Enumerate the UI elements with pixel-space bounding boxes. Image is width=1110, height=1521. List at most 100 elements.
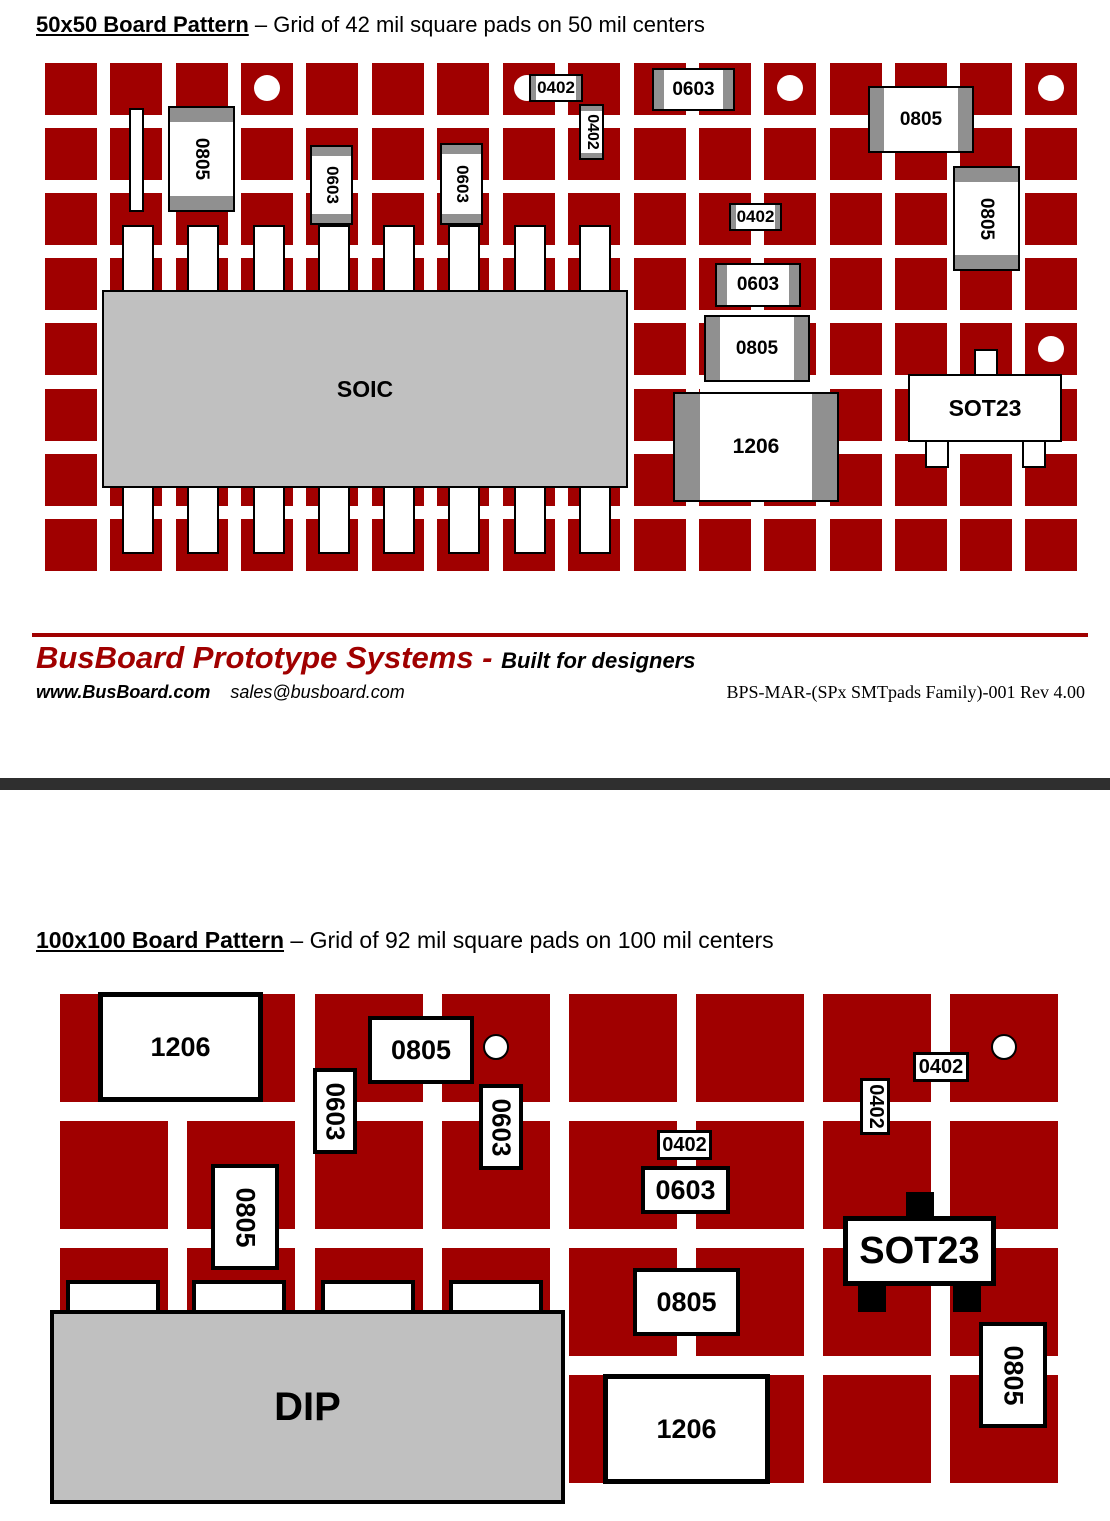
component-0603: 0603 (652, 68, 735, 111)
pad (45, 128, 97, 180)
pad (1025, 193, 1077, 245)
pad (634, 258, 686, 310)
pad (45, 63, 97, 115)
soic-pin (383, 486, 415, 554)
soic-pin (514, 225, 546, 293)
pad (764, 519, 816, 571)
soic-pin (122, 225, 154, 293)
pad (699, 519, 751, 571)
component-0603: 0603 (440, 143, 483, 225)
via-hole (254, 75, 280, 101)
component-SOIC: SOIC (102, 290, 628, 488)
page-divider (0, 778, 1110, 790)
component-label: 0805 (656, 1286, 717, 1317)
soic-pin (253, 486, 285, 554)
brand-line: BusBoard Prototype Systems - Built for d… (36, 640, 695, 676)
component-SOT23: SOT23 (843, 1216, 996, 1286)
pad (60, 1121, 168, 1229)
component-label: 0805 (390, 1034, 452, 1065)
pad (241, 128, 293, 180)
component-0603: 0603 (641, 1166, 730, 1214)
component-label: 0603 (452, 165, 472, 203)
pad (895, 323, 947, 375)
pad (830, 193, 882, 245)
pad (1025, 258, 1077, 310)
email-link[interactable]: sales@busboard.com (230, 682, 405, 702)
component-0402: 0402 (729, 203, 782, 231)
component-0805: 0805 (633, 1268, 740, 1336)
company-name: BusBoard Prototype Systems (36, 640, 474, 675)
website-link[interactable]: www.BusBoard.com (36, 682, 211, 702)
pad (895, 193, 947, 245)
pad (1025, 128, 1077, 180)
via-hole (991, 1034, 1017, 1060)
component-label: 0805 (998, 1344, 1029, 1406)
component-label: 0402 (537, 78, 575, 97)
pad (830, 519, 882, 571)
brand-dash: - (473, 640, 502, 675)
soic-pin (579, 486, 611, 554)
pad (306, 63, 358, 115)
pad (696, 994, 804, 1102)
component-0603: 0603 (310, 145, 353, 225)
via-hole (777, 75, 803, 101)
soic-pin (318, 486, 350, 554)
soic-pin (448, 486, 480, 554)
component-0603: 0603 (479, 1084, 523, 1170)
component-label: 0805 (735, 337, 779, 359)
component-label: 0402 (918, 1055, 964, 1078)
component-0603: 0603 (313, 1068, 357, 1154)
pad (45, 258, 97, 310)
component-label: 0603 (672, 78, 715, 100)
component-sliver (129, 108, 144, 212)
pad (437, 63, 489, 115)
section-title-bold: 100x100 Board Pattern (36, 927, 285, 953)
component-label: 0603 (322, 166, 342, 204)
pad (45, 193, 97, 245)
component-1206: 1206 (603, 1374, 770, 1484)
component-label: 0603 (320, 1082, 351, 1140)
component-label: 0805 (899, 108, 943, 130)
section-title-50x50: 50x50 Board Pattern – Grid of 42 mil squ… (36, 12, 705, 38)
component-0805: 0805 (168, 106, 235, 212)
soic-pin (514, 486, 546, 554)
soic-pin (448, 225, 480, 293)
sot23-pin (925, 438, 949, 468)
component-0402: 0402 (529, 74, 583, 102)
component-label: 0603 (655, 1174, 716, 1205)
component-0402: 0402 (579, 104, 604, 160)
component-label: SOT23 (859, 1229, 980, 1272)
component-label: 0805 (976, 197, 998, 240)
pad (950, 1121, 1058, 1229)
pad (960, 519, 1012, 571)
pad (634, 519, 686, 571)
pad (634, 128, 686, 180)
component-label: DIP (274, 1384, 341, 1429)
component-label: 0402 (583, 114, 601, 150)
component-label: SOT23 (948, 394, 1022, 421)
component-label: 0402 (662, 1133, 707, 1156)
component-SOT23: SOT23 (908, 374, 1062, 442)
component-0805: 0805 (868, 86, 974, 153)
pad (45, 519, 97, 571)
component-label: 0805 (191, 137, 213, 181)
via-hole (1038, 75, 1064, 101)
pad (569, 994, 677, 1102)
component-1206: 1206 (98, 992, 263, 1102)
pad (895, 258, 947, 310)
component-label: 0402 (864, 1084, 887, 1129)
pad (372, 63, 424, 115)
pad (895, 519, 947, 571)
component-0402: 0402 (657, 1130, 712, 1160)
pad (830, 323, 882, 375)
component-1206: 1206 (673, 392, 839, 502)
component-label: 0402 (736, 207, 775, 226)
component-0805: 0805 (368, 1016, 474, 1084)
pad (503, 128, 555, 180)
pad (764, 128, 816, 180)
component-0805: 0805 (211, 1164, 279, 1270)
component-0805: 0805 (953, 166, 1020, 271)
component-label: 0805 (230, 1186, 261, 1248)
sot23-pin (1022, 438, 1046, 468)
via-hole (1038, 336, 1064, 362)
